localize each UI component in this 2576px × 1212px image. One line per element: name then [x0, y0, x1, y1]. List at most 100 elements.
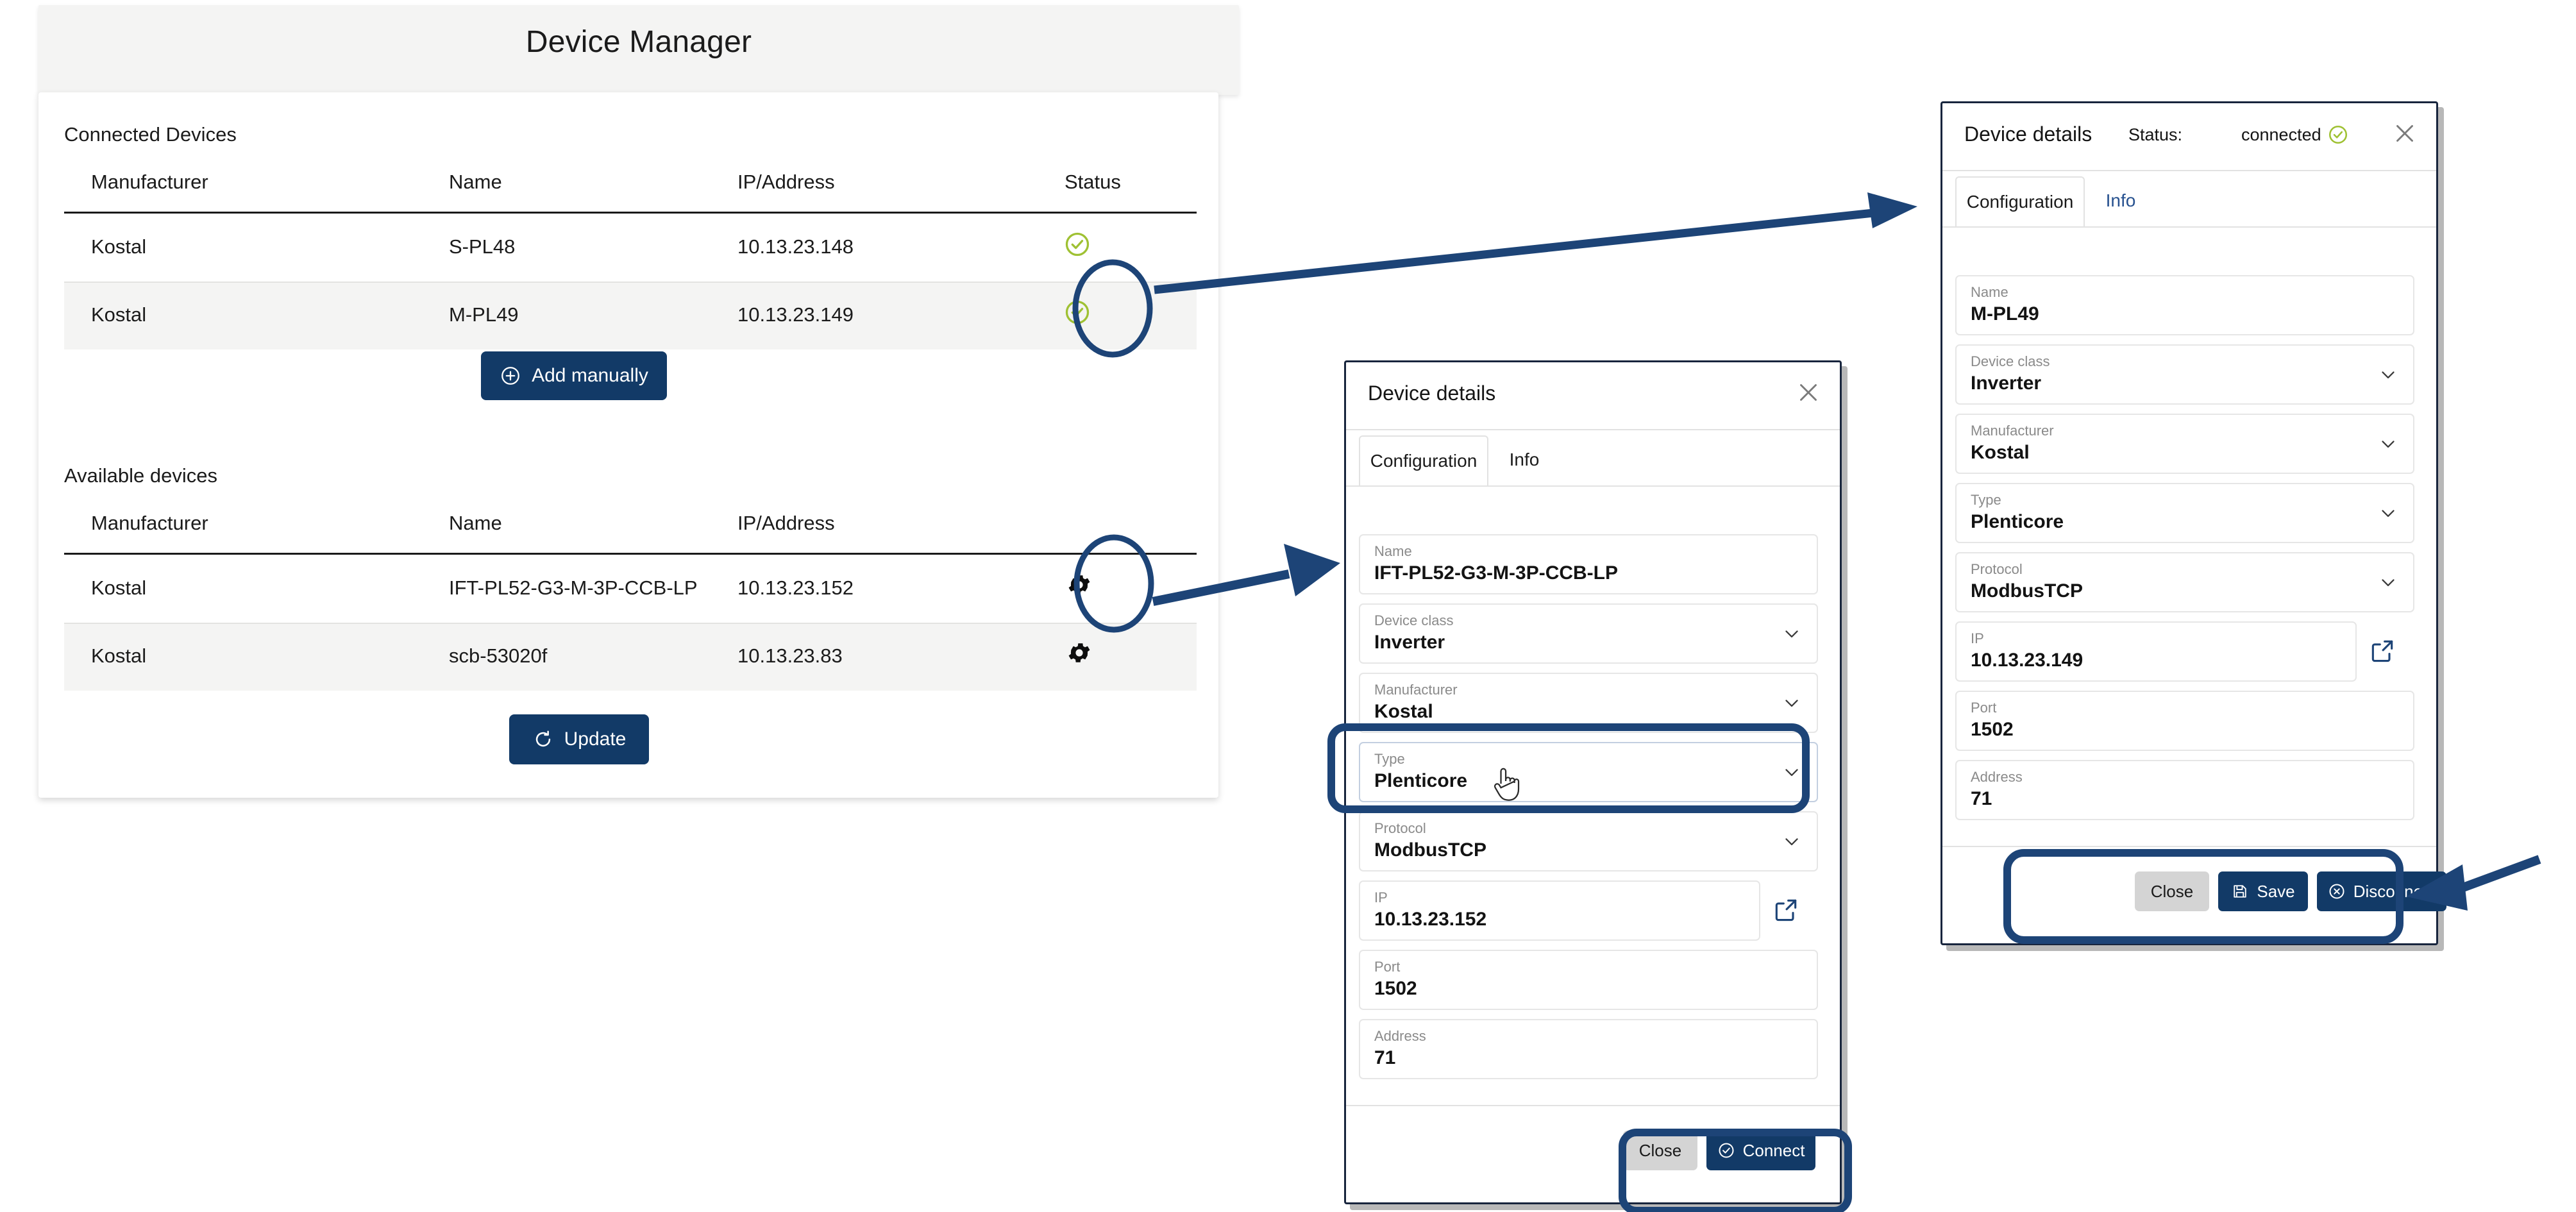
field-type[interactable]: Type Plenticore: [1955, 483, 2414, 543]
cell-ip: 10.13.23.152: [737, 577, 854, 599]
column-header-ip: IP/Address: [737, 171, 835, 193]
update-button[interactable]: Update: [509, 714, 649, 764]
table-row[interactable]: Kostal M-PL49 10.13.23.149: [64, 282, 1197, 349]
connect-button-label: Connect: [1742, 1140, 1805, 1160]
refresh-icon: [532, 728, 554, 750]
cell-manufacturer: Kostal: [91, 303, 147, 326]
check-circle-icon[interactable]: [1063, 298, 1091, 326]
close-button[interactable]: Close: [2135, 871, 2209, 911]
field-ip[interactable]: IP 10.13.23.149: [1955, 621, 2357, 682]
external-link-icon[interactable]: [2368, 637, 2396, 668]
tab-configuration[interactable]: Configuration: [1955, 176, 2085, 226]
field-type-value: Plenticore: [1374, 770, 1468, 791]
field-device-class-label: Device class: [1374, 612, 1454, 628]
save-button-label: Save: [2257, 881, 2295, 901]
tab-info-label: Info: [1509, 450, 1540, 469]
field-manufacturer-label: Manufacturer: [1971, 423, 2054, 439]
cell-manufacturer: Kostal: [91, 577, 147, 599]
device-details-dialog-available: Device details Configuration Info Name I…: [1344, 360, 1842, 1204]
field-name-label: Name: [1374, 543, 1412, 559]
field-ip-value: 10.13.23.149: [1971, 650, 2084, 671]
gear-icon[interactable]: [1066, 571, 1094, 600]
close-button-label: Close: [2150, 881, 2194, 901]
field-address[interactable]: Address 71: [1955, 760, 2414, 820]
dialog-footer: Close Save Disconnect: [1942, 846, 2446, 942]
field-protocol[interactable]: Protocol ModbusTCP: [1359, 811, 1818, 871]
field-address[interactable]: Address 71: [1359, 1019, 1818, 1079]
close-icon[interactable]: [2390, 119, 2420, 148]
table-row[interactable]: Kostal S-PL48 10.13.23.148: [64, 214, 1197, 282]
chevron-down-icon[interactable]: [2377, 571, 2399, 593]
cell-name: scb-53020f: [449, 644, 548, 667]
table-row[interactable]: Kostal IFT-PL52-G3-M-3P-CCB-LP 10.13.23.…: [64, 555, 1197, 623]
check-circle-icon: [2327, 124, 2349, 149]
table-row[interactable]: Kostal scb-53020f 10.13.23.83: [64, 623, 1197, 691]
external-link-icon[interactable]: [1772, 896, 1800, 927]
field-manufacturer-value: Kostal: [1971, 442, 2030, 463]
cell-ip: 10.13.23.148: [737, 235, 854, 258]
available-devices-table: Manufacturer Name IP/Address Kostal IFT-…: [64, 503, 1197, 691]
table-header-rule: [64, 553, 1197, 555]
connected-devices-table: Manufacturer Name IP/Address Status Kost…: [64, 162, 1197, 349]
device-manager-card: Connected Devices Manufacturer Name IP/A…: [38, 92, 1218, 798]
close-button[interactable]: Close: [1623, 1131, 1697, 1170]
disconnect-button[interactable]: Disconnect: [2317, 871, 2446, 911]
row-divider: [64, 282, 1197, 283]
field-manufacturer[interactable]: Manufacturer Kostal: [1955, 414, 2414, 474]
disconnect-button-label: Disconnect: [2353, 881, 2436, 901]
field-manufacturer-value: Kostal: [1374, 701, 1433, 722]
table-header-rule: [64, 212, 1197, 214]
field-ip[interactable]: IP 10.13.23.152: [1359, 880, 1760, 941]
tab-configuration[interactable]: Configuration: [1359, 435, 1488, 485]
add-manually-label: Add manually: [532, 365, 648, 386]
tab-info[interactable]: Info: [2089, 176, 2153, 225]
chevron-down-icon[interactable]: [1781, 692, 1803, 714]
check-circle-icon[interactable]: [1063, 230, 1091, 258]
field-port[interactable]: Port 1502: [1359, 950, 1818, 1010]
update-label: Update: [564, 728, 627, 750]
cell-name: M-PL49: [449, 303, 519, 326]
cell-ip: 10.13.23.149: [737, 303, 854, 326]
cell-ip: 10.13.23.83: [737, 644, 843, 667]
field-manufacturer[interactable]: Manufacturer Kostal: [1359, 673, 1818, 733]
field-device-class[interactable]: Device class Inverter: [1359, 603, 1818, 664]
connect-button[interactable]: Connect: [1706, 1131, 1815, 1170]
field-protocol-value: ModbusTCP: [1374, 839, 1486, 861]
column-header-name: Name: [449, 512, 502, 534]
check-circle-icon: [1717, 1141, 1735, 1159]
field-name-value: M-PL49: [1971, 303, 2039, 324]
dialog-title: Device details: [1368, 382, 1496, 405]
chevron-down-icon[interactable]: [1781, 830, 1803, 852]
cell-name: S-PL48: [449, 235, 516, 258]
gear-icon[interactable]: [1066, 639, 1094, 668]
chevron-down-icon[interactable]: [2377, 502, 2399, 524]
chevron-down-icon[interactable]: [1781, 623, 1803, 644]
dialog-tabs: Configuration Info: [1346, 430, 1840, 487]
field-port-label: Port: [1971, 700, 1997, 716]
chevron-down-icon[interactable]: [2377, 433, 2399, 455]
field-protocol[interactable]: Protocol ModbusTCP: [1955, 552, 2414, 612]
page-title: Device Manager: [525, 25, 752, 59]
field-device-class[interactable]: Device class Inverter: [1955, 344, 2414, 405]
chevron-down-icon[interactable]: [1781, 761, 1803, 783]
dialog-footer: Close Connect: [1346, 1105, 1840, 1201]
field-port[interactable]: Port 1502: [1955, 691, 2414, 751]
field-ip-value: 10.13.23.152: [1374, 909, 1487, 930]
dialog-tabs: Configuration Info: [1942, 171, 2436, 228]
tab-configuration-label: Configuration: [1966, 192, 2074, 212]
add-manually-button[interactable]: Add manually: [481, 351, 667, 400]
chevron-down-icon[interactable]: [2377, 364, 2399, 385]
field-type[interactable]: Type Plenticore: [1359, 742, 1818, 802]
field-device-class-value: Inverter: [1374, 632, 1445, 653]
field-name[interactable]: Name M-PL49: [1955, 275, 2414, 335]
cell-manufacturer: Kostal: [91, 644, 147, 667]
connected-devices-label: Connected Devices: [64, 123, 237, 146]
field-port-value: 1502: [1374, 978, 1417, 999]
save-button[interactable]: Save: [2218, 871, 2308, 911]
field-address-value: 71: [1374, 1047, 1396, 1068]
annotation-arrowhead: [1867, 192, 1917, 228]
app-header-bar: Device Manager: [38, 5, 1239, 95]
close-icon[interactable]: [1794, 378, 1823, 407]
tab-info[interactable]: Info: [1492, 435, 1556, 484]
field-name[interactable]: Name IFT-PL52-G3-M-3P-CCB-LP: [1359, 534, 1818, 594]
